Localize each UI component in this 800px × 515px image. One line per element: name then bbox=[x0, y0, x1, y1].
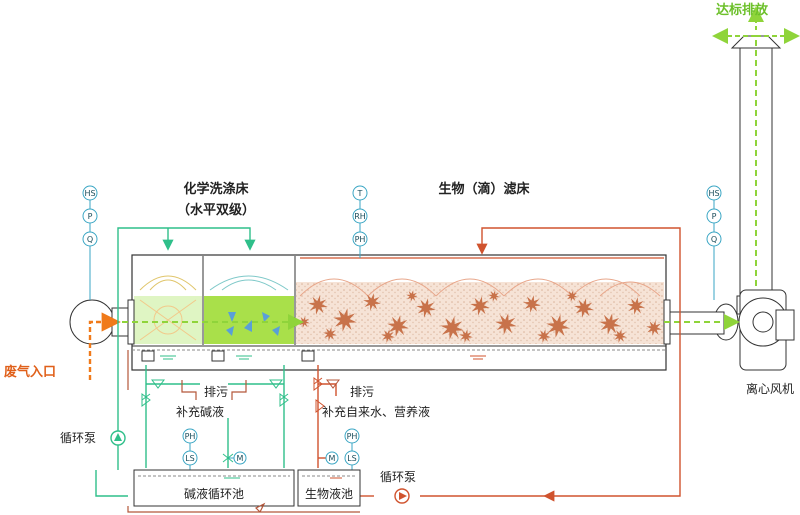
bio-bed-instruments: T RH PH bbox=[352, 185, 368, 258]
alkali-makeup-label: 补充碱液 bbox=[176, 404, 224, 419]
bio-media-particle bbox=[333, 308, 357, 332]
bio-media-particle bbox=[470, 296, 490, 316]
bio-media-particle bbox=[363, 293, 381, 311]
bio-media-particle bbox=[406, 290, 418, 302]
inlet-instruments: HS P Q bbox=[82, 185, 98, 247]
bio-bed-instrument-1: T bbox=[357, 189, 363, 198]
chemical-stage-2-media bbox=[204, 296, 294, 344]
bio-media-particle bbox=[440, 316, 464, 340]
circulation-pump-right-label: 循环泵 bbox=[380, 470, 416, 484]
chemical-scrubber-title: 化学洗涤床 bbox=[183, 181, 249, 197]
bio-media-particle bbox=[537, 329, 551, 343]
alkali-valves bbox=[141, 379, 289, 407]
discharge-left-label: 排污 bbox=[204, 385, 228, 399]
alkali-circulation-loop bbox=[95, 227, 285, 497]
bio-media-particle bbox=[488, 290, 500, 302]
alkali-tank-instrument-3: M bbox=[237, 454, 244, 463]
waste-gas-inlet-label: 废气入口 bbox=[4, 364, 56, 380]
inlet-instrument-1: HS bbox=[84, 189, 95, 198]
alkali-tank-instrument-1: PH bbox=[185, 432, 196, 441]
bio-media-particle bbox=[298, 316, 310, 328]
bio-tank-instrument-3: M bbox=[329, 454, 336, 463]
discharge-right-label: 排污 bbox=[350, 385, 374, 399]
inlet-instrument-2: P bbox=[88, 212, 93, 221]
bio-media-particle bbox=[546, 314, 570, 338]
bio-media-particle bbox=[566, 290, 578, 302]
bio-media-particle bbox=[387, 315, 409, 337]
chemical-stage-2-arrows bbox=[226, 312, 280, 336]
bio-media-particle bbox=[523, 295, 541, 313]
chemical-stage-1-spray bbox=[139, 275, 197, 341]
bio-media-particle bbox=[495, 313, 517, 335]
reactor-body bbox=[127, 254, 725, 371]
outlet-instruments: HS P Q bbox=[706, 185, 722, 300]
waste-gas-inlet: 废气入口 bbox=[4, 312, 121, 380]
exhaust-compliance-label: 达标排放 bbox=[716, 2, 769, 18]
alkali-circulation-pump: 循环泵 bbox=[60, 430, 126, 446]
bio-tank: 生物液池 bbox=[297, 469, 361, 507]
inlet-housing bbox=[69, 240, 133, 345]
sewage-drain-line bbox=[127, 350, 360, 513]
bio-bed-instrument-3: PH bbox=[355, 235, 366, 244]
bio-filter-spray bbox=[299, 257, 664, 297]
bio-media-particle bbox=[459, 329, 473, 343]
bio-circulation-loop bbox=[317, 227, 681, 502]
alkali-tank: 碱液循环池 bbox=[133, 469, 295, 507]
centrifugal-fan-label: 离心风机 bbox=[746, 381, 794, 396]
outlet-instrument-2: P bbox=[712, 212, 717, 221]
alkali-tank-instrument-2: LS bbox=[185, 454, 195, 463]
bio-media-particle bbox=[381, 329, 395, 343]
bio-filter-title: 生物（滴）滤床 bbox=[438, 181, 530, 197]
bio-valves bbox=[313, 377, 340, 413]
water-nutrient-makeup-label: 补充自来水、营养液 bbox=[322, 404, 430, 419]
bio-media-particle bbox=[416, 298, 436, 318]
circulation-pump-left-label: 循环泵 bbox=[60, 431, 96, 445]
bio-circulation-pump: 循环泵 bbox=[380, 470, 416, 504]
inlet-instrument-3: Q bbox=[87, 235, 93, 244]
outlet-instrument-3: Q bbox=[711, 235, 717, 244]
bio-tank-label: 生物液池 bbox=[305, 486, 353, 501]
bio-tank-instrument-1: PH bbox=[347, 432, 358, 441]
bio-media-particle bbox=[646, 320, 662, 336]
bio-media-particle bbox=[613, 329, 627, 343]
outlet-instrument-1: HS bbox=[708, 189, 719, 198]
centrifugal-fan: 离心风机 bbox=[713, 289, 795, 396]
bio-media-particles bbox=[298, 290, 662, 343]
bio-media-particle bbox=[323, 327, 337, 341]
alkali-tank-instruments: PH LS M bbox=[182, 428, 247, 470]
sewage-left: 排污 bbox=[181, 380, 247, 400]
bio-media-particle bbox=[308, 295, 328, 315]
bio-tank-instrument-2: LS bbox=[347, 454, 357, 463]
bio-media-particle bbox=[627, 297, 645, 315]
exhaust-stack: 达标排放 bbox=[712, 2, 800, 297]
bio-bed-instrument-2: RH bbox=[354, 212, 366, 221]
bio-media-particle bbox=[599, 313, 621, 335]
bio-media-particle bbox=[574, 298, 594, 318]
alkali-tank-label: 碱液循环池 bbox=[184, 486, 244, 501]
bio-tank-instruments: PH LS M bbox=[325, 428, 360, 470]
chemical-scrubber-subtitle: （水平双级） bbox=[177, 202, 255, 218]
chemical-stage-2-spray bbox=[209, 275, 289, 291]
bio-filter-media bbox=[296, 282, 664, 344]
